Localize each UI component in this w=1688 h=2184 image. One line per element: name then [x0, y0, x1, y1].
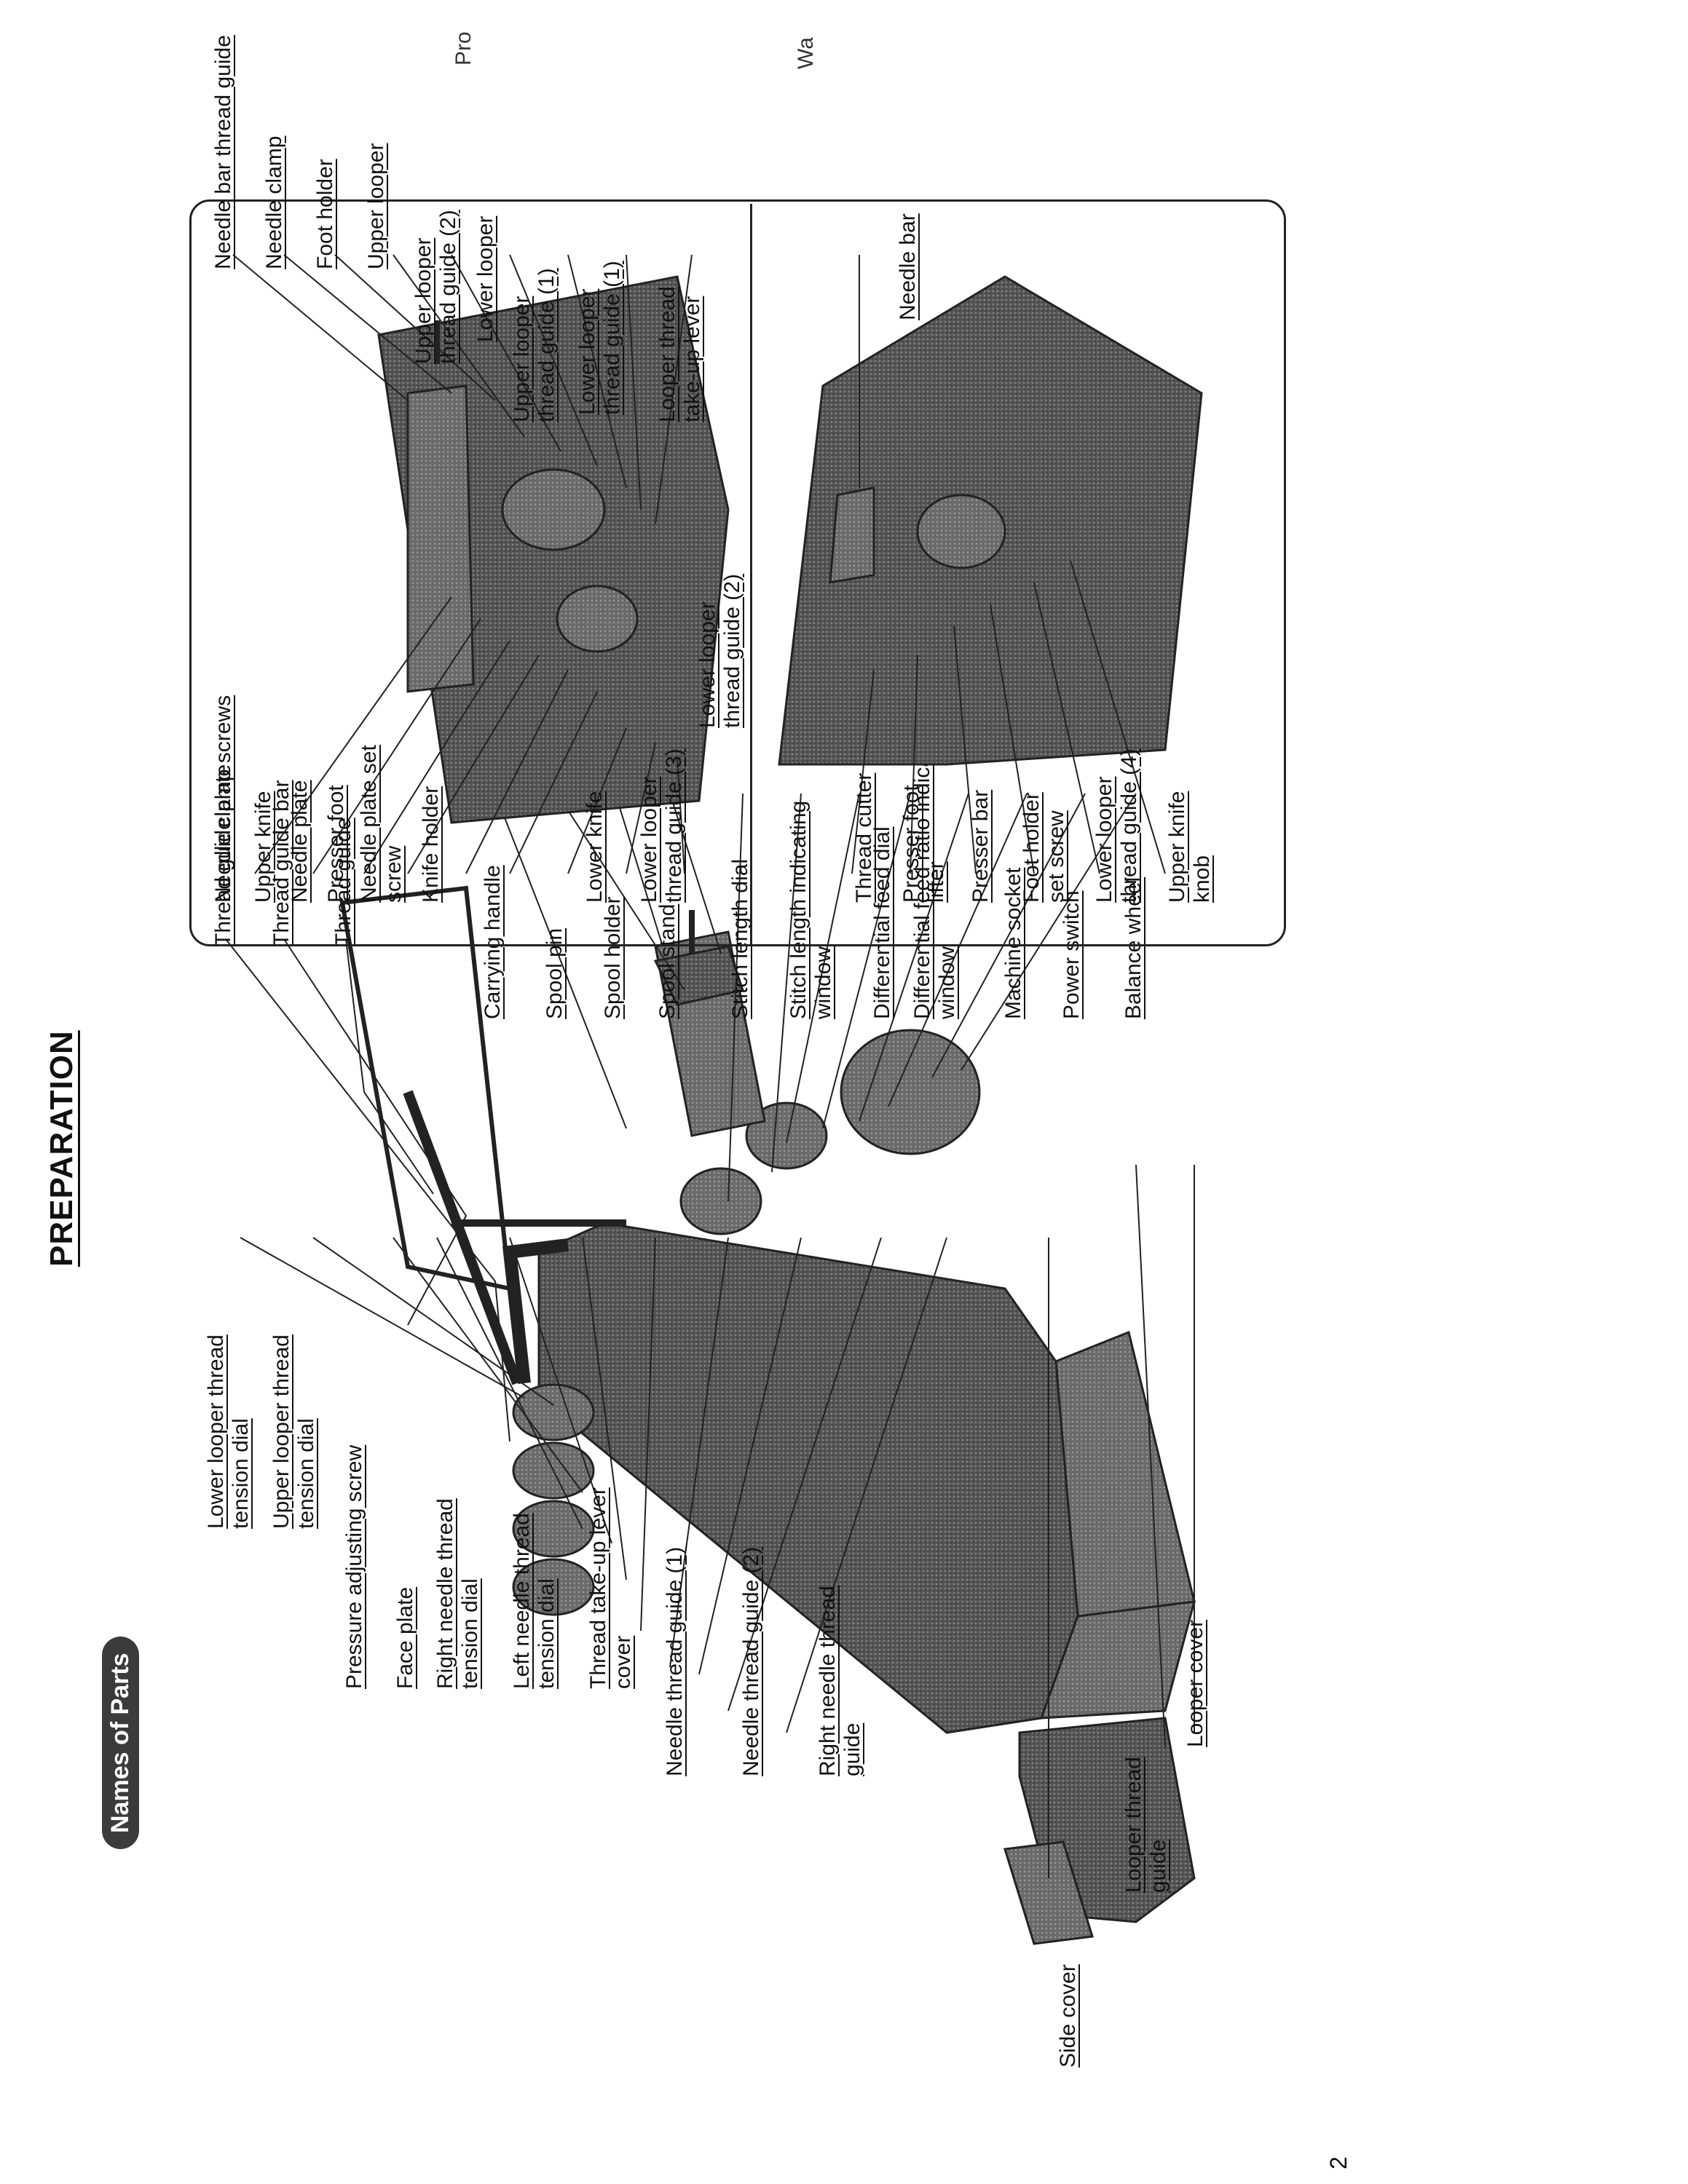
inset-leader-lines: [232, 254, 1166, 874]
label-lower-looper-guide-3: Lower looper thread guide (3): [637, 748, 686, 903]
label-needle-clamp: Needle clamp: [262, 135, 286, 269]
label-needle-clamp-screws: Needle clamp screws: [211, 695, 235, 903]
label-foot-holder-set-screw: Foot holder set screw: [1019, 792, 1068, 903]
label-upper-looper: Upper looper: [364, 143, 388, 269]
label-lower-looper-guide-1: Lower looper thread guide (1): [575, 261, 624, 415]
label-thread-cutter: Thread cutter: [852, 772, 876, 903]
label-lower-knife: Lower knife: [583, 791, 607, 903]
inset-bottom-drawing: [778, 275, 1203, 766]
label-upper-knife-knob: Upper knife knob: [1165, 791, 1214, 903]
label-needle-plate-set-screw: Needle plate set screw: [357, 745, 406, 903]
label-needle-plate: Needle plate: [288, 780, 312, 903]
label-lower-looper-guide-4: Lower looper thread guide (4): [1092, 748, 1141, 903]
label-lower-looper-guide-2: Lower looper thread guide (2): [695, 574, 744, 728]
label-presser-foot: Presser foot: [324, 785, 348, 903]
label-upper-looper-guide-2: Upper looper thread guide (2): [411, 210, 460, 364]
label-foot-holder: Foot holder: [313, 159, 337, 269]
label-upper-knife: Upper knife: [251, 791, 275, 903]
label-needle-bar: Needle bar: [896, 213, 920, 320]
label-presser-bar: Presser bar: [969, 789, 993, 903]
label-upper-looper-guide-1: Upper looper thread guide (1): [510, 268, 559, 422]
label-needle-bar-thread-guide: Needle bar thread guide: [211, 35, 235, 269]
main-leader-lines: [225, 793, 1195, 1878]
label-knife-holder: Knife holder: [419, 786, 443, 903]
label-lower-looper: Lower looper: [473, 215, 497, 342]
label-presser-foot-lifter: Presser foot lifter: [899, 785, 948, 903]
inset-top-drawing: [377, 275, 730, 824]
label-looper-take-up: Looper thread take-up lever: [655, 286, 704, 422]
